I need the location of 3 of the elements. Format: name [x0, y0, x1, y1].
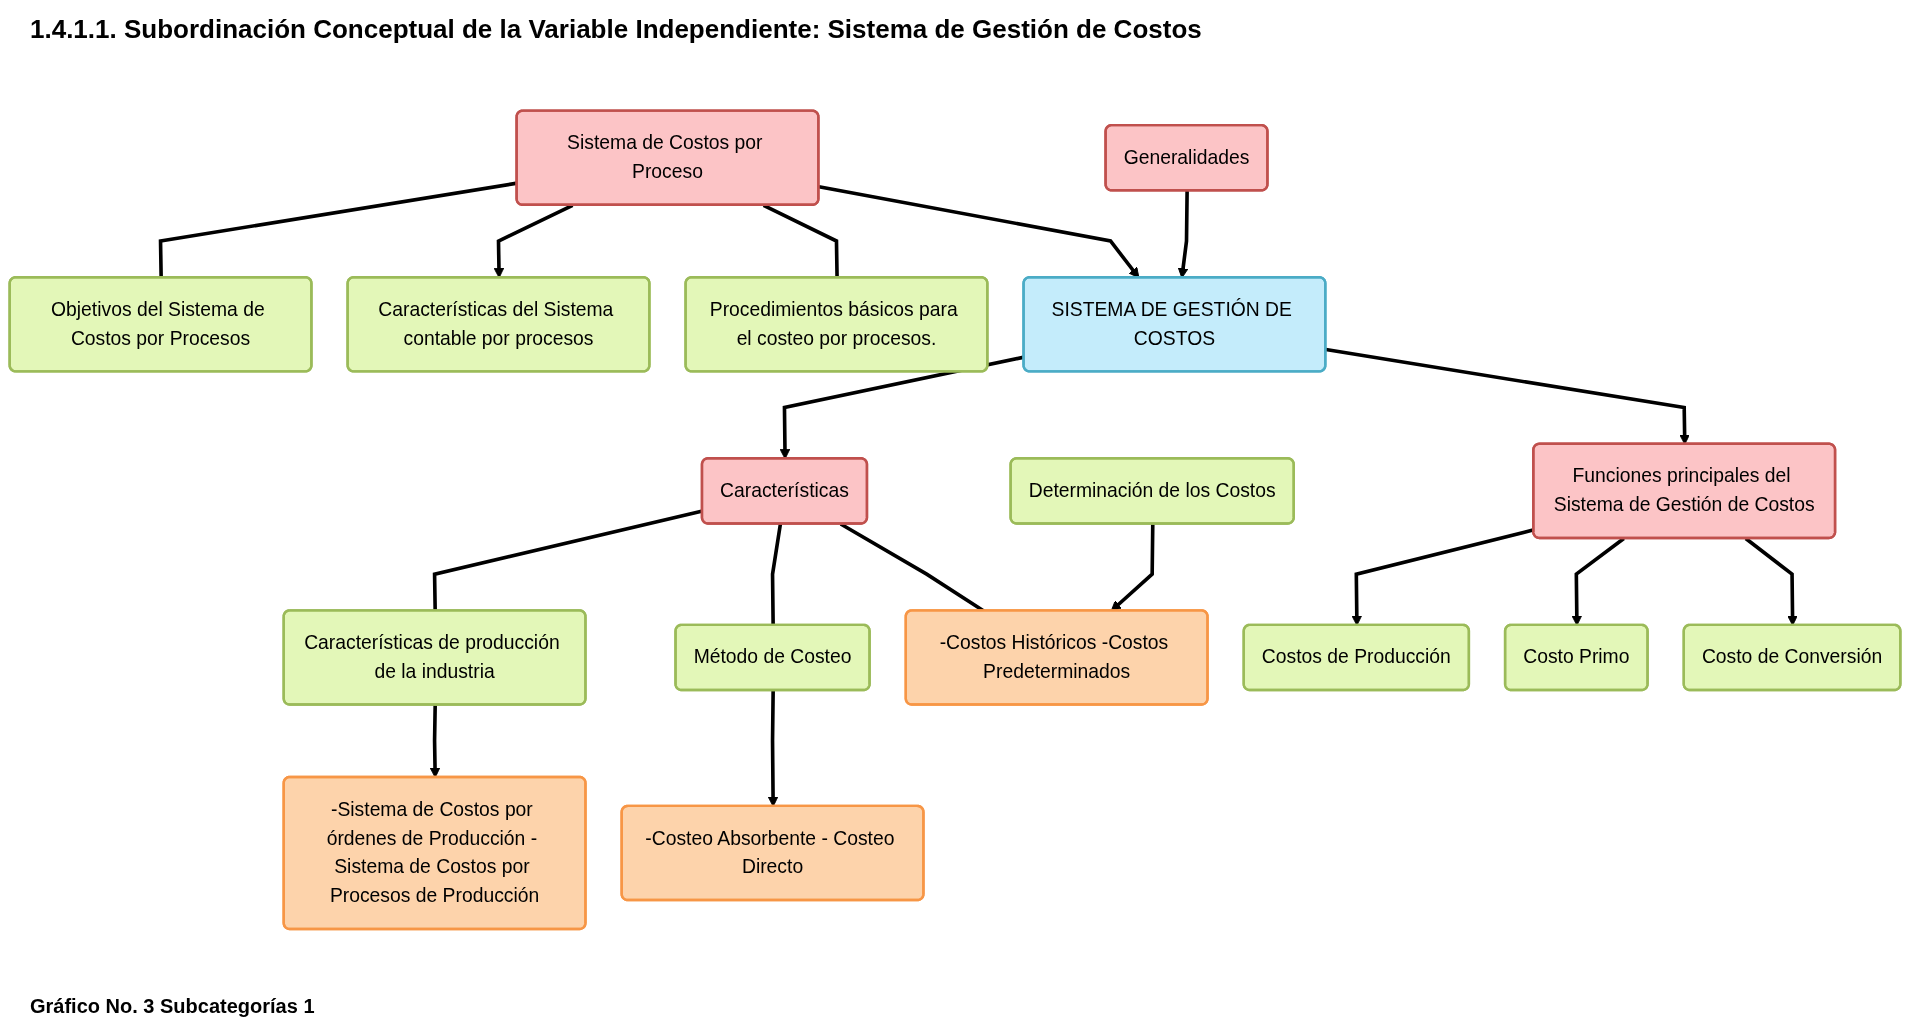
diagram-title: 1.4.1.1. Subordinación Conceptual de la Variable Independiente: Sistema de Gestión de Costos	[30, 14, 1203, 45]
figure-caption: Gráfico No. 3 Subcategorías 1	[30, 995, 316, 1018]
connector	[770, 523, 783, 626]
